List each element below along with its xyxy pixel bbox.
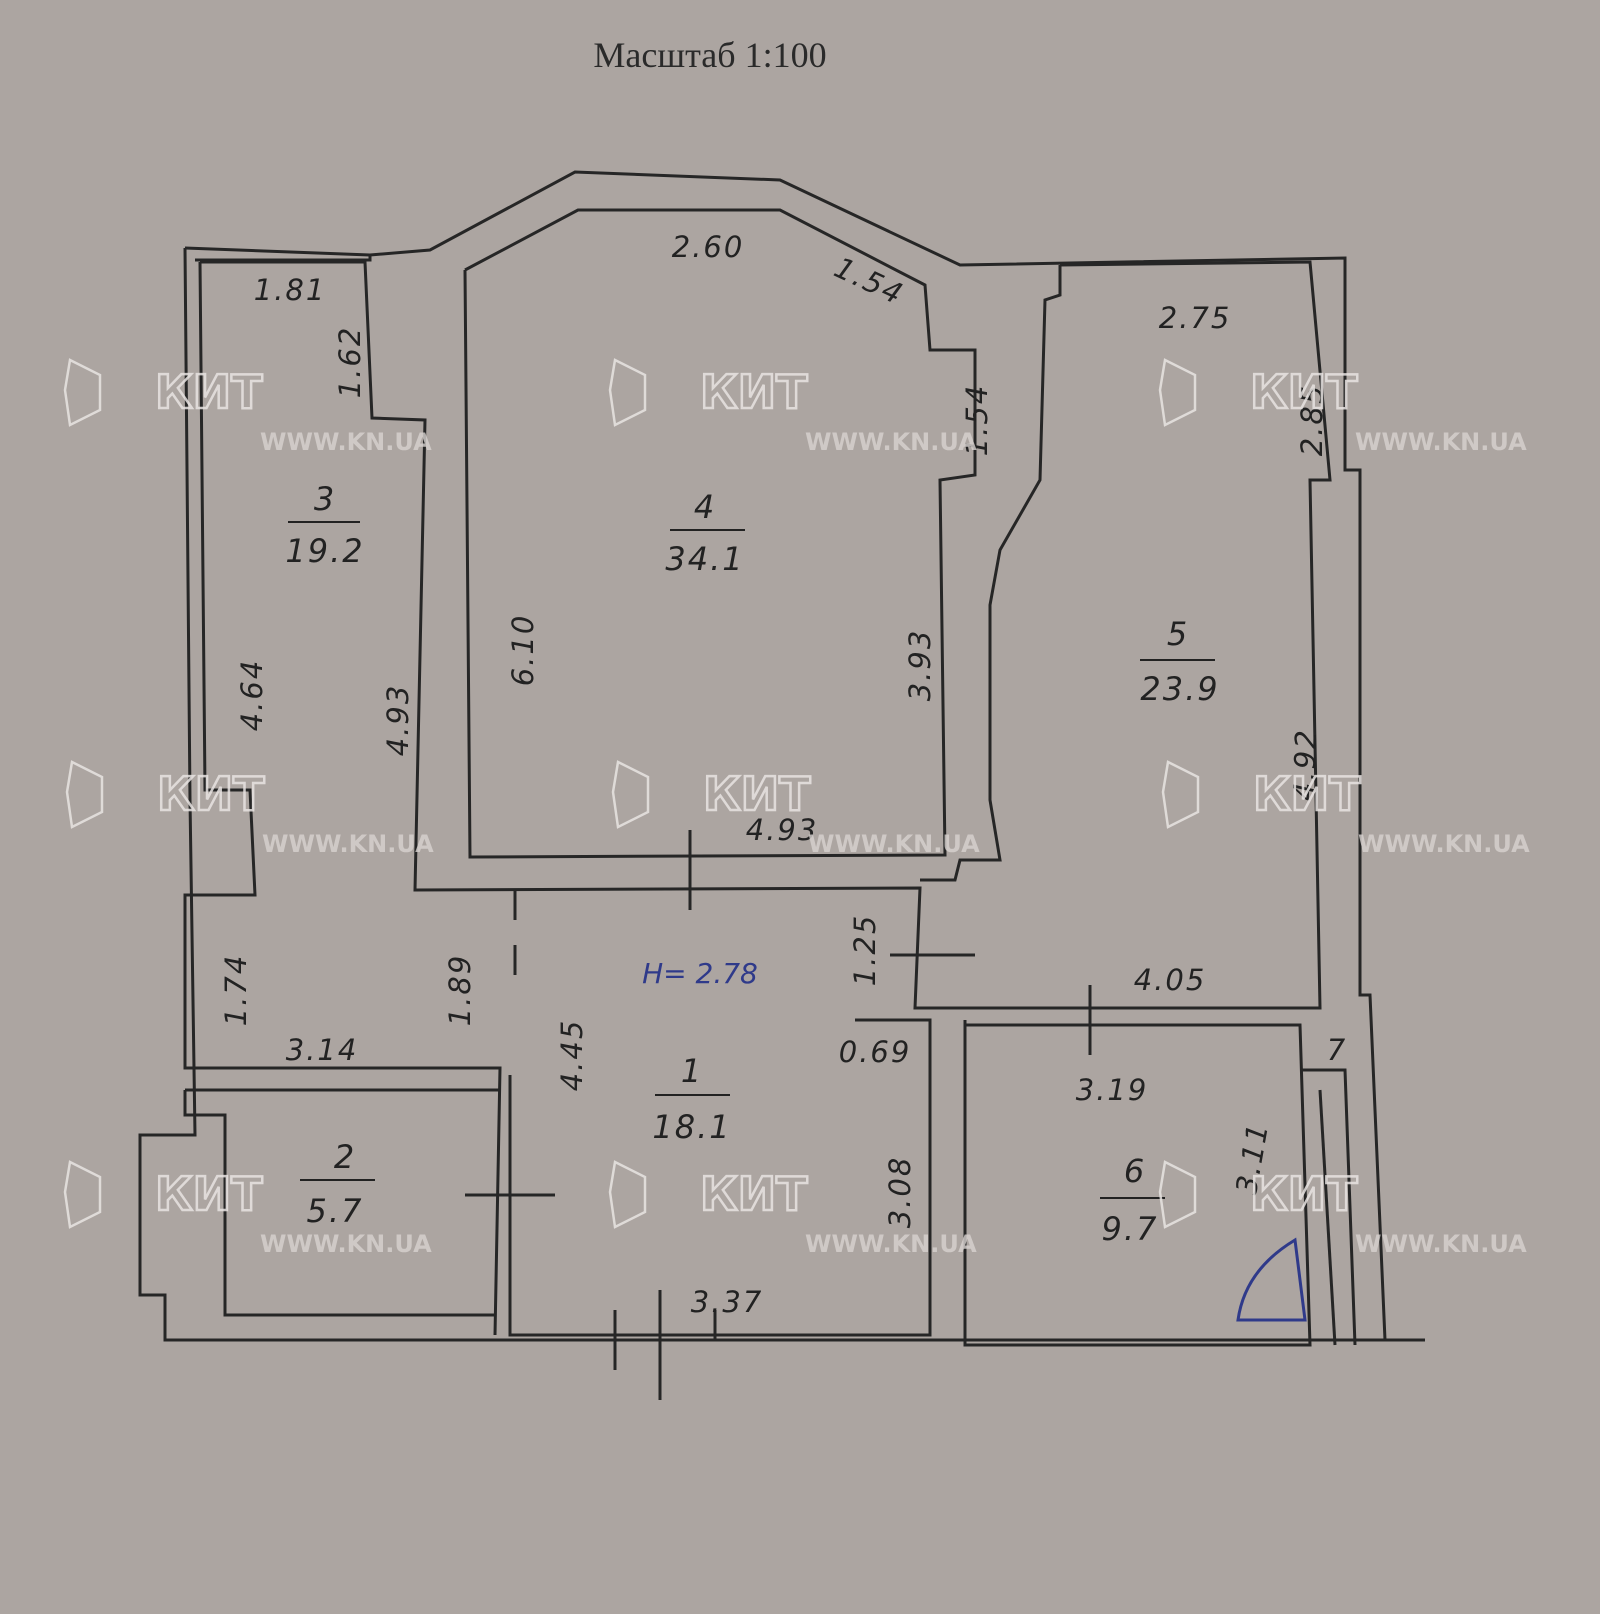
svg-text:КИТ: КИТ: [1253, 767, 1361, 821]
kit-logo-icon: [608, 358, 647, 427]
svg-text:3: 3: [314, 480, 336, 518]
svg-text:5: 5: [1167, 615, 1189, 653]
svg-text:WWW.KN.UA: WWW.KN.UA: [805, 1230, 977, 1258]
dimension-label: 1.81: [254, 273, 327, 307]
dimension-label: 3.19: [1076, 1073, 1149, 1107]
svg-text:КИТ: КИТ: [700, 365, 808, 419]
dimension-label: 4.05: [1134, 963, 1207, 997]
dimension-label: 0.69: [839, 1035, 912, 1069]
svg-text:WWW.KN.UA: WWW.KN.UA: [1355, 1230, 1527, 1258]
dimension-label: 3.14: [286, 1033, 359, 1067]
svg-text:WWW.KN.UA: WWW.KN.UA: [260, 1230, 432, 1258]
svg-text:КИТ: КИТ: [1250, 1167, 1358, 1221]
svg-text:6: 6: [1124, 1152, 1146, 1190]
room-5: 523.9: [1140, 615, 1219, 708]
svg-text:9.7: 9.7: [1102, 1210, 1159, 1248]
kit-logo-icon: [65, 760, 104, 829]
room-4: 434.1: [665, 488, 745, 578]
watermark: КИТ WWW.KN.UA: [63, 1160, 432, 1258]
svg-text:WWW.KN.UA: WWW.KN.UA: [260, 428, 432, 456]
kit-logo-icon: [611, 760, 650, 829]
watermarks: КИТ WWW.KN.UA КИТ WWW.KN.UA КИТ WWW.KN.UA К…: [63, 358, 1530, 1258]
svg-text:1: 1: [681, 1052, 703, 1090]
svg-text:19.2: 19.2: [285, 532, 364, 570]
dimension-label: 3.37: [691, 1285, 764, 1319]
svg-text:WWW.KN.UA: WWW.KN.UA: [1358, 830, 1530, 858]
room-1: 118.1: [652, 1052, 731, 1146]
room-3: 319.2: [285, 480, 364, 570]
svg-text:WWW.KN.UA: WWW.KN.UA: [1355, 428, 1527, 456]
dimension-label: 4.92: [1287, 728, 1324, 802]
dimension-label: 2.85: [1295, 384, 1329, 457]
svg-text:23.9: 23.9: [1140, 670, 1219, 708]
kit-logo-icon: [1158, 358, 1197, 427]
dimension-label: 3.93: [903, 629, 937, 702]
watermark: КИТ WWW.KN.UA: [611, 760, 980, 858]
svg-text:WWW.KN.UA: WWW.KN.UA: [808, 830, 980, 858]
shower-tray: [1236, 1237, 1307, 1322]
dimension-label: 6.10: [506, 614, 540, 687]
watermark: КИТ WWW.KN.UA: [1158, 1160, 1527, 1258]
svg-text:WWW.KN.UA: WWW.KN.UA: [805, 428, 977, 456]
watermark: КИТ WWW.KN.UA: [608, 1160, 977, 1258]
svg-text:5.7: 5.7: [307, 1192, 364, 1230]
dimension-label: 1.74: [219, 954, 253, 1027]
watermark: КИТ WWW.KN.UA: [608, 358, 977, 456]
room-2: 25.7: [300, 1138, 375, 1230]
dimension-label: 2.60: [672, 230, 745, 264]
dimension-label: 3.08: [883, 1156, 917, 1229]
ceiling-height-note: H= 2.78: [642, 957, 758, 990]
svg-text:18.1: 18.1: [652, 1108, 731, 1146]
kit-logo-icon: [1158, 1160, 1197, 1229]
dimension-label: 4.93: [381, 684, 415, 757]
watermark: КИТ WWW.KN.UA: [1161, 760, 1530, 858]
kit-logo-icon: [1161, 760, 1200, 829]
dimension-label: 2.75: [1159, 301, 1232, 335]
scale-title: Масштаб 1:100: [593, 35, 826, 75]
kit-logo-icon: [63, 358, 102, 427]
dimension-label: 1.62: [333, 326, 367, 399]
watermark: КИТ WWW.KN.UA: [1158, 358, 1527, 456]
room-6: 69.7: [1100, 1152, 1165, 1248]
svg-text:4: 4: [694, 488, 716, 526]
dimension-label: 4.93: [746, 813, 819, 847]
dimension-label: 7: [1327, 1033, 1347, 1067]
svg-text:WWW.KN.UA: WWW.KN.UA: [262, 830, 434, 858]
watermark: КИТ WWW.KN.UA: [65, 760, 434, 858]
walls: [138, 170, 1425, 1400]
rooms: 118.1 25.7 319.2 434.1 523.9 69.7: [285, 480, 1219, 1248]
watermark: КИТ WWW.KN.UA: [63, 358, 432, 456]
dimension-label: 1.25: [848, 914, 882, 987]
svg-text:34.1: 34.1: [665, 540, 744, 578]
dimension-label: 1.89: [443, 954, 477, 1027]
svg-text:2: 2: [334, 1138, 356, 1176]
dimension-label: 4.45: [555, 1019, 589, 1092]
svg-text:КИТ: КИТ: [1250, 365, 1358, 419]
dimension-label: 1.54: [960, 384, 994, 457]
svg-text:КИТ: КИТ: [700, 1167, 808, 1221]
svg-text:КИТ: КИТ: [155, 1167, 263, 1221]
kit-logo-icon: [608, 1160, 647, 1229]
svg-text:КИТ: КИТ: [703, 767, 811, 821]
svg-text:КИТ: КИТ: [155, 365, 263, 419]
dimension-label: 1.54: [829, 250, 909, 311]
svg-text:КИТ: КИТ: [157, 767, 265, 821]
dimension-label: 4.64: [235, 659, 269, 732]
kit-logo-icon: [63, 1160, 102, 1229]
